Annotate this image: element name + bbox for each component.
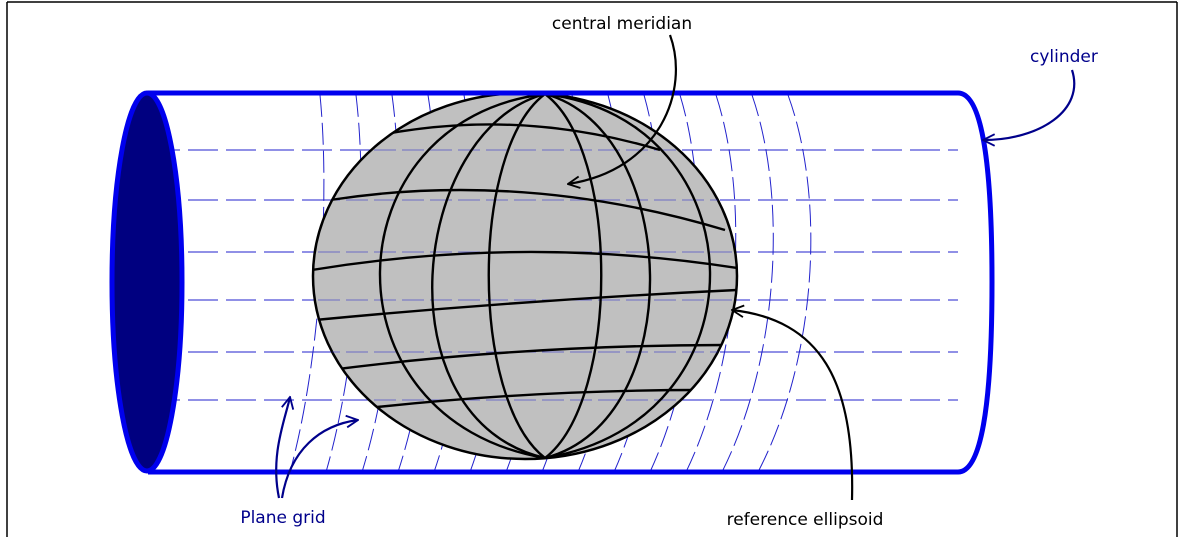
ellipsoid-parallels — [313, 123, 737, 412]
plane-grid-arrow-lower — [280, 420, 358, 499]
reference-ellipsoid-shape — [311, 91, 739, 461]
cylinder-right-end — [957, 90, 995, 475]
plane-grid-label: Plane grid — [240, 508, 325, 528]
cylinder-arrow — [983, 69, 1076, 140]
ellipsoid-meridians — [378, 93, 712, 459]
cylinder-label: cylinder — [1030, 47, 1098, 67]
cylinder-left-end — [109, 90, 185, 474]
reference-ellipsoid-label: reference ellipsoid — [727, 510, 884, 530]
plane-grid-arrow-upper — [275, 397, 290, 499]
plane-grid-curve — [757, 94, 812, 473]
plane-grid-curve — [721, 94, 774, 473]
central-meridian-arrow — [568, 34, 677, 184]
central-meridian-label: central meridian — [552, 14, 692, 34]
reference-ellipsoid-arrow — [732, 310, 854, 501]
